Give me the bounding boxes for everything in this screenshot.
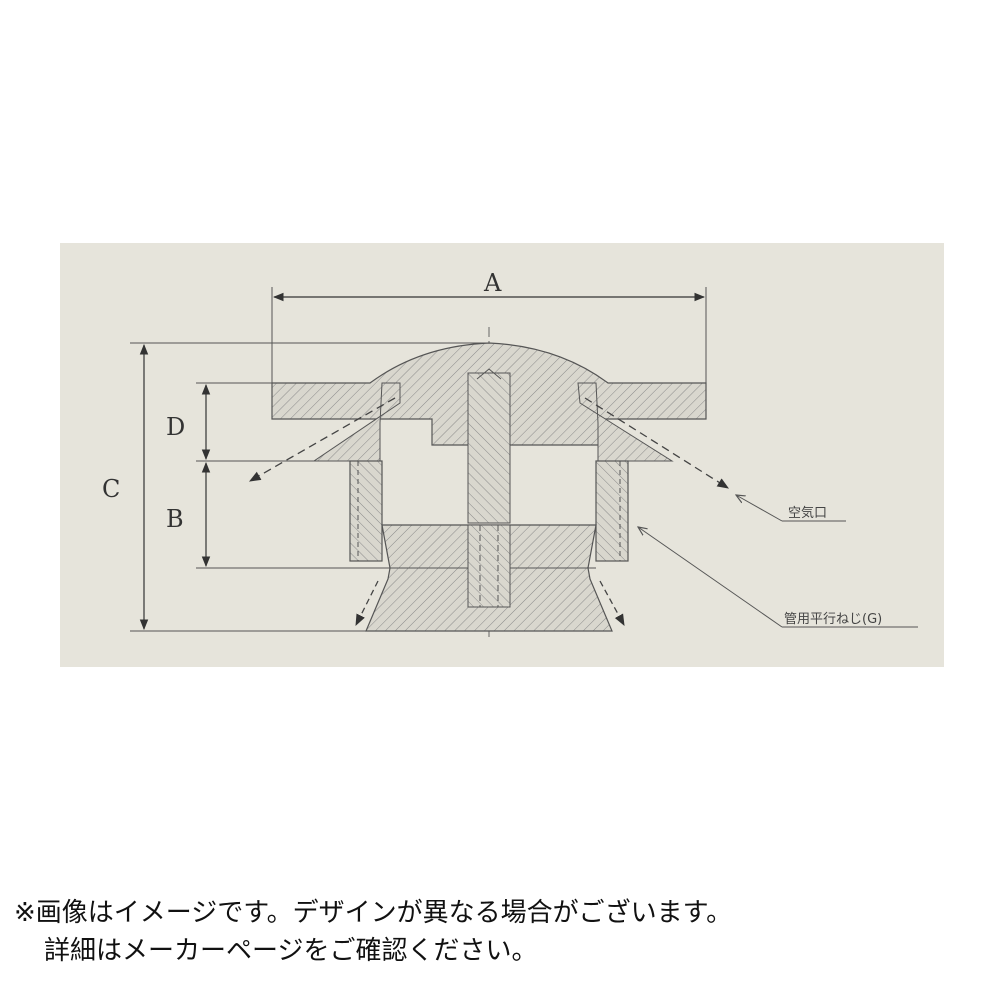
label-b: B: [166, 505, 184, 533]
airflow-left-bottom: [355, 580, 379, 627]
airflow-right-top: [584, 397, 729, 489]
thread-body-left: [349, 460, 383, 562]
label-c: C: [102, 475, 120, 503]
callout-thread: 管用平行ねじ(G): [784, 612, 882, 627]
center-stem: [467, 372, 511, 524]
disclaimer-line-2: 詳細はメーカーページをご確認ください。: [44, 936, 538, 966]
disclaimer-note: ※画像はイメージです。デザインが異なる場合がございます。 詳細はメーカーページを…: [14, 894, 994, 970]
callout-air-port: 空気口: [788, 505, 827, 521]
airflow-left-top: [248, 397, 396, 482]
label-d: D: [166, 413, 185, 441]
label-a: A: [483, 269, 502, 297]
leader-thread: [638, 527, 783, 628]
leader-air-port: [736, 495, 783, 522]
airflow-right-bottom: [599, 580, 625, 627]
disclaimer-line-1: ※画像はイメージです。デザインが異なる場合がございます。: [14, 898, 733, 928]
thread-body-right: [595, 460, 629, 562]
cross-section-drawing: A C D B 空気口 管用平行ねじ(G): [102, 269, 918, 641]
drawing-panel: A C D B 空気口 管用平行ねじ(G): [60, 243, 944, 667]
